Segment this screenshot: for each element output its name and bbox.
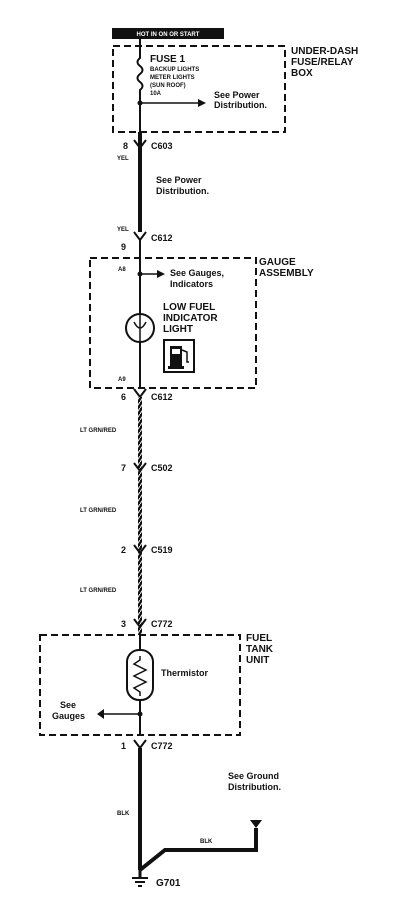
c603-pin: 8	[123, 141, 128, 151]
gauge-pin-top: A8	[118, 267, 126, 273]
c502-name: C502	[151, 463, 173, 473]
wire-label-lgr-3: LT GRN/RED	[80, 588, 117, 594]
c772-bottom-pin: 1	[121, 741, 126, 751]
thermistor-label: Thermistor	[161, 668, 209, 678]
fuse-box-title-1: UNDER-DASH	[291, 46, 358, 57]
hot-label: HOT IN ON OR START	[137, 32, 200, 38]
ground-distribution-icon	[250, 820, 262, 828]
wire-label-yel-1: YEL	[117, 156, 129, 162]
c772-top-connector-icon	[133, 618, 147, 629]
c612-bottom-connector-icon	[133, 388, 147, 399]
wire-label-blk-2: BLK	[200, 839, 213, 845]
gauge-see-2: Indicators	[170, 279, 213, 289]
c603-name: C603	[151, 141, 173, 151]
c612-bottom-name: C612	[151, 392, 173, 402]
c519-pin: 2	[121, 545, 126, 555]
c519-connector-icon	[133, 544, 147, 555]
c612-bottom-pin: 6	[121, 392, 126, 402]
c772-top-pin: 3	[121, 619, 126, 629]
gauges-arrow-icon	[97, 709, 104, 719]
fuel-tank-see-1: See	[60, 700, 76, 710]
fuse-box-title-2: FUSE/RELAY	[291, 57, 354, 68]
wire-label-yel-2: YEL	[117, 227, 129, 233]
c772-bottom-connector-icon	[133, 739, 147, 750]
fuse-name: FUSE 1	[150, 54, 185, 65]
c502-pin: 7	[121, 463, 126, 473]
fuel-tank-see-2: Gauges	[52, 711, 85, 721]
bulb-filament-icon	[133, 314, 147, 342]
gauge-arrow-icon	[157, 270, 165, 278]
fuse-icon	[136, 46, 144, 132]
c612-top-connector-icon	[133, 231, 147, 242]
fuse-box-outline	[112, 45, 286, 133]
fuse-desc-2: METER LIGHTS	[150, 75, 195, 81]
power-arrow-icon	[198, 99, 206, 107]
fuse-desc-1: BACKUP LIGHTS	[150, 67, 199, 73]
wire-label-lgr-2: LT GRN/RED	[80, 508, 117, 514]
wire-label-lgr-1: LT GRN/RED	[80, 428, 117, 434]
ground-icon	[132, 870, 148, 887]
wire-label-blk-1: BLK	[117, 811, 130, 817]
mid-see-power-1: See Power	[156, 175, 202, 185]
fuel-tank-title-3: UNIT	[246, 655, 269, 666]
fuse-see-power-2: Distribution.	[214, 100, 267, 110]
c502-connector-icon	[133, 462, 147, 473]
fuse-desc-3: (SUN ROOF)	[150, 83, 186, 89]
c612-top-name: C612	[151, 233, 173, 243]
see-ground-1: See Ground	[228, 771, 279, 781]
see-ground-2: Distribution.	[228, 782, 281, 792]
mid-see-power-2: Distribution.	[156, 186, 209, 196]
indicator-label-1: LOW FUEL	[163, 302, 215, 313]
c612-top-pin: 9	[121, 242, 126, 252]
fuse-see-power-1: See Power	[214, 90, 260, 100]
fuse-desc-4: 10A	[150, 91, 162, 97]
lt-grn-red-wire	[138, 397, 142, 635]
fuel-pump-icon	[163, 339, 195, 373]
fuel-tank-title-2: TANK	[246, 644, 274, 655]
gauge-assembly-title-2: ASSEMBLY	[259, 268, 314, 279]
fuel-tank-title-1: FUEL	[246, 633, 272, 644]
ground-name: G701	[156, 878, 181, 889]
blk-branch-wire	[138, 828, 258, 872]
c519-name: C519	[151, 545, 173, 555]
thermistor-resistor-icon	[132, 656, 148, 696]
fuse-box-title-3: BOX	[291, 68, 313, 79]
gauge-assembly-title-1: GAUGE	[259, 257, 296, 268]
indicator-label-2: INDICATOR	[163, 313, 218, 324]
hot-banner	[112, 28, 224, 39]
c772-bottom-name: C772	[151, 741, 173, 751]
gauge-assembly-outline	[89, 257, 257, 389]
indicator-label-3: LIGHT	[163, 324, 193, 335]
c772-top-name: C772	[151, 619, 173, 629]
gauge-see-1: See Gauges,	[170, 268, 224, 278]
gauge-pin-bottom: A9	[118, 377, 126, 383]
